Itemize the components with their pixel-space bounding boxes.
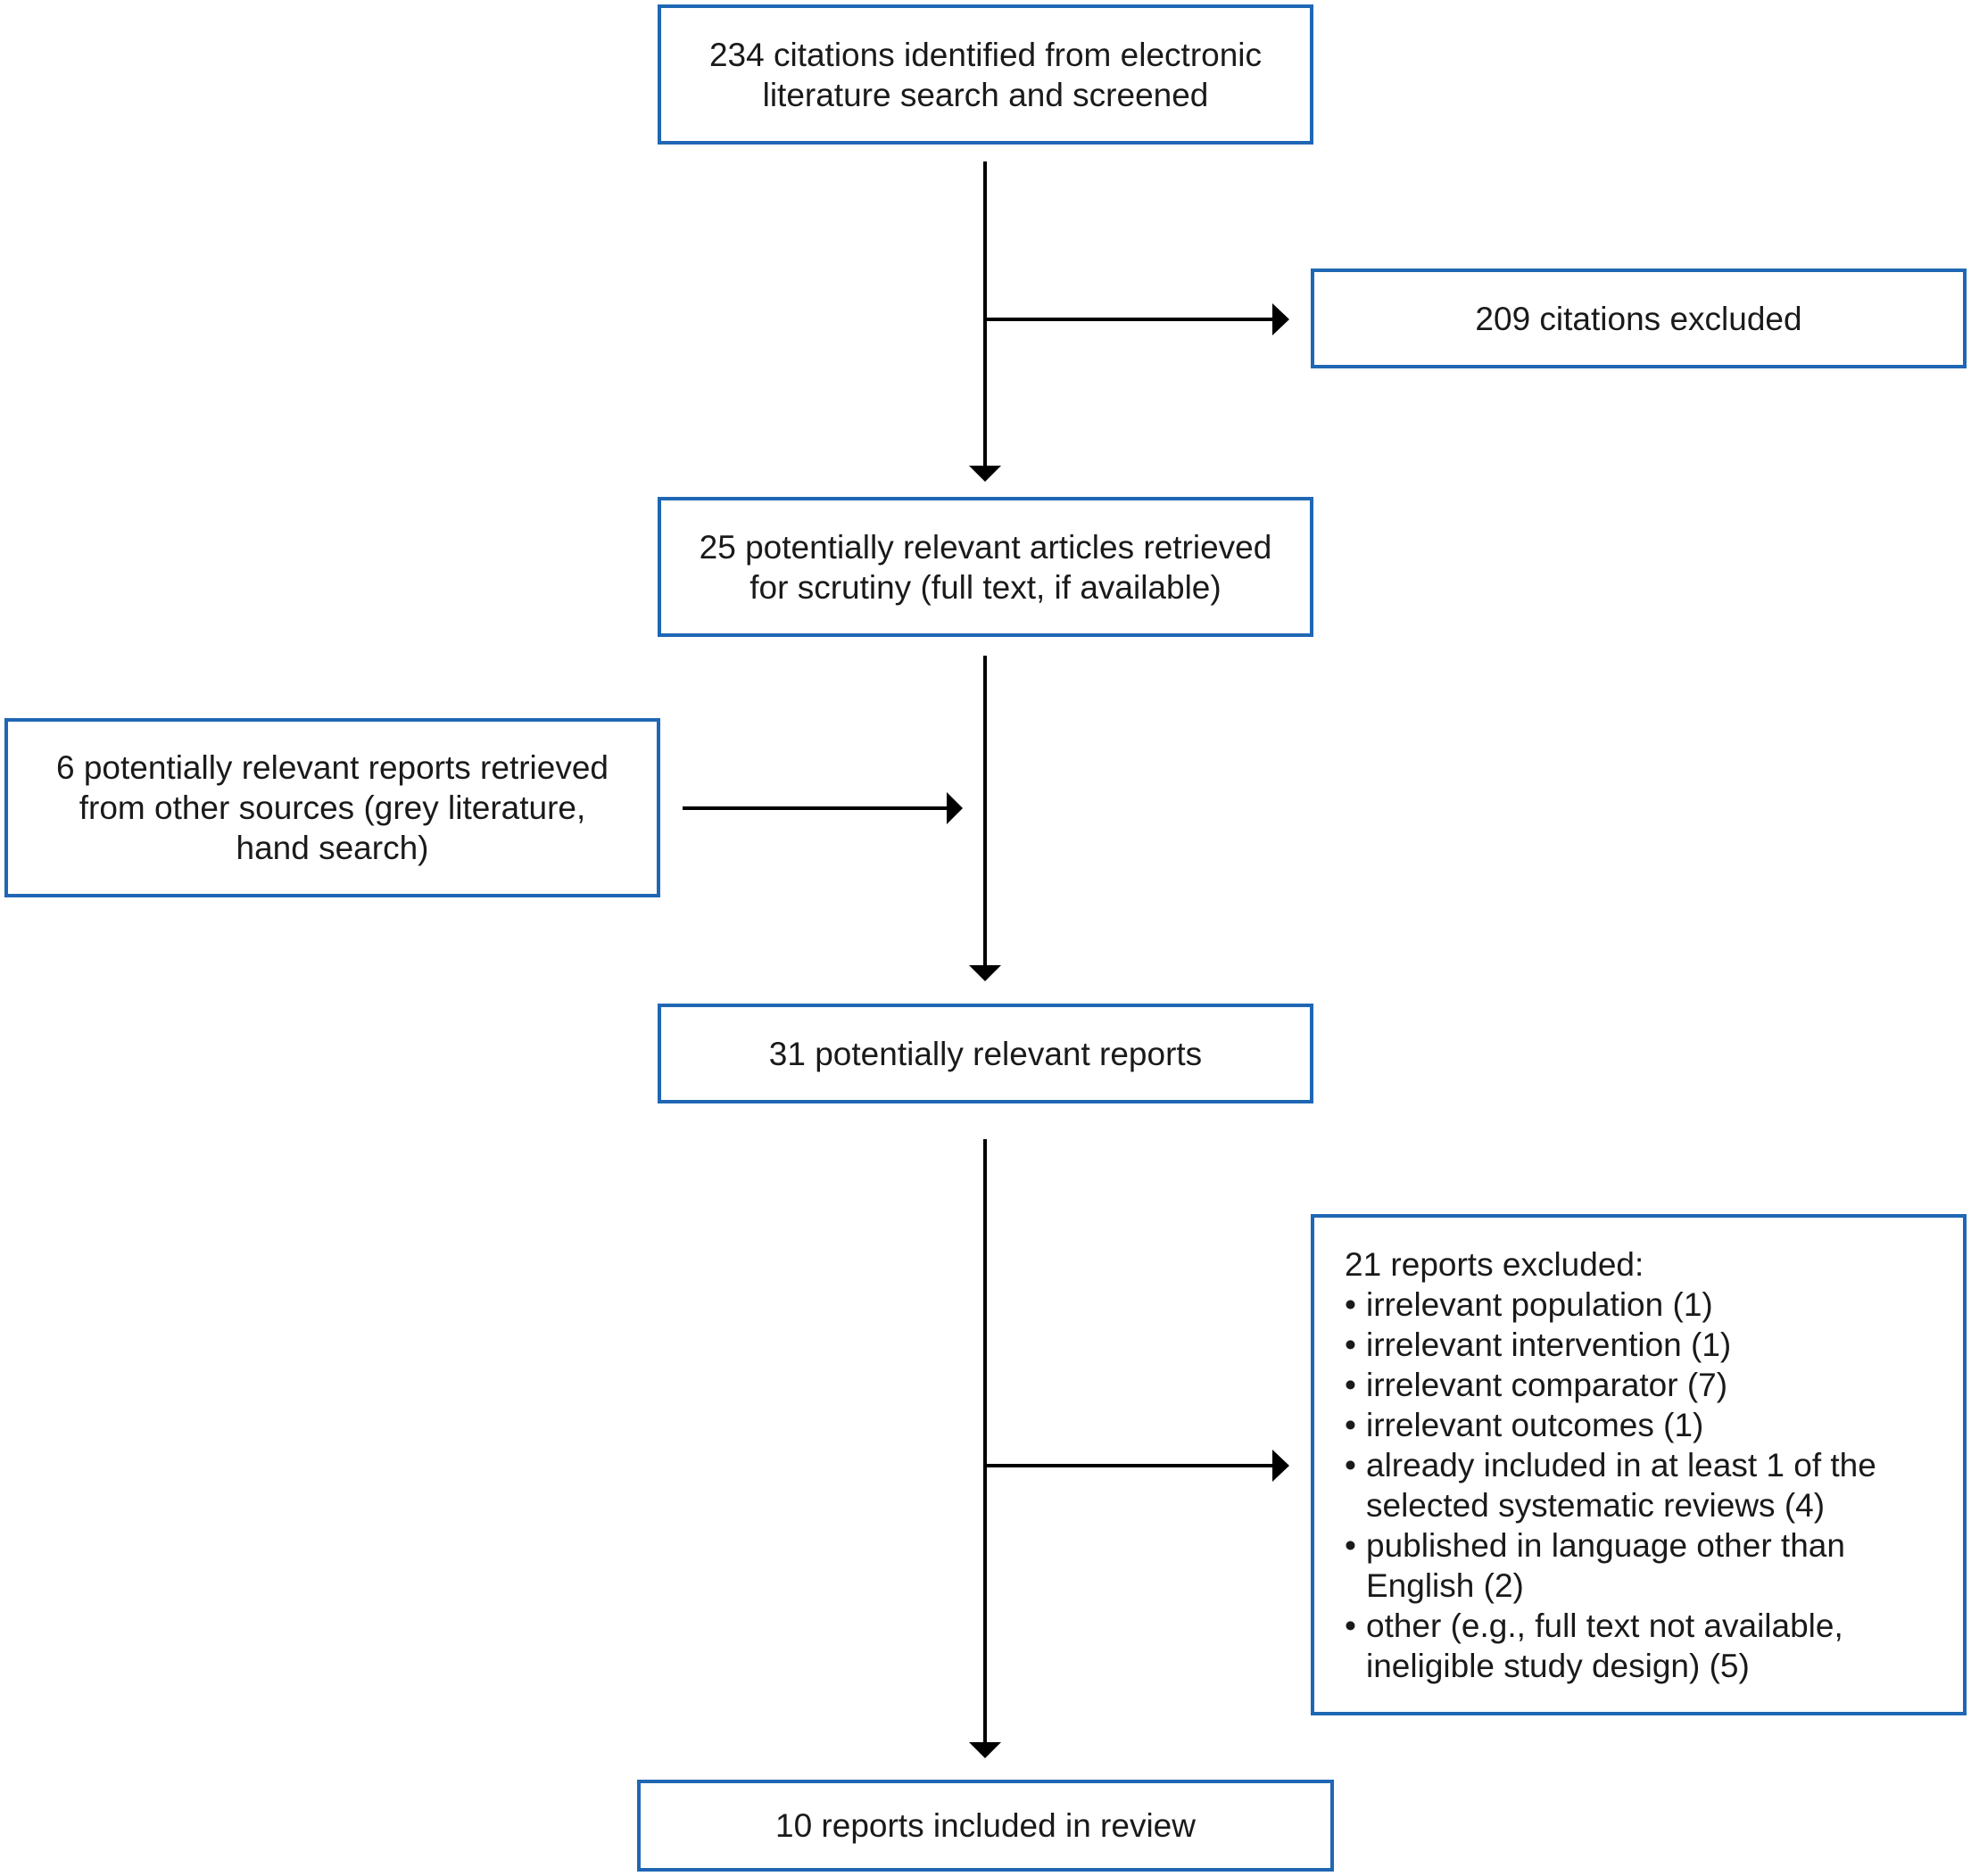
exclusion-reason: •irrelevant comparator (7) [1345, 1367, 1728, 1403]
excluded-citations-text: 209 citations excluded [1475, 300, 1802, 337]
arrow-identified-to-retrieved [969, 161, 1001, 482]
exclusion-reason: •already included in at least 1 of the s… [1345, 1447, 1876, 1524]
retrieved-articles-text: 25 potentially relevant articles retriev… [699, 528, 1272, 606]
bullet-icon: • [1345, 1367, 1356, 1403]
arrow-potentially-relevant-to-included [969, 1139, 1001, 1758]
exclusion-reason: •irrelevant intervention (1) [1345, 1326, 1732, 1363]
included-reports-text: 10 reports included in review [775, 1807, 1196, 1844]
other-sources-text: 6 potentially relevant reports retrieved… [55, 749, 609, 866]
potentially-relevant-box: 31 potentially relevant reports [658, 1004, 1313, 1103]
arrow-retrieved-to-potentially-relevant [969, 656, 1001, 981]
identified-citations-box: 234 citations identified from electronic… [658, 4, 1313, 145]
exclusion-reason: •irrelevant population (1) [1345, 1286, 1713, 1323]
arrow-to-excluded-reports [985, 1450, 1289, 1482]
bullet-icon: • [1345, 1326, 1356, 1363]
excluded-reports-box: 21 reports excluded: •irrelevant populat… [1311, 1214, 1967, 1715]
bullet-icon: • [1345, 1286, 1356, 1323]
excluded-citations-box: 209 citations excluded [1311, 269, 1967, 368]
bullet-icon: • [1345, 1407, 1356, 1443]
exclusion-reason: •irrelevant outcomes (1) [1345, 1407, 1704, 1443]
bullet-icon: • [1345, 1527, 1356, 1564]
bullet-icon: • [1345, 1447, 1356, 1483]
exclusion-reasons-list: •irrelevant population (1) •irrelevant i… [1345, 1285, 1933, 1686]
other-sources-box: 6 potentially relevant reports retrieved… [4, 718, 660, 897]
exclusion-reason: •published in language other than Englis… [1345, 1527, 1845, 1604]
exclusion-reason: •other (e.g., full text not available, i… [1345, 1607, 1843, 1684]
bullet-icon: • [1345, 1607, 1356, 1644]
arrow-other-sources-to-flow [683, 792, 963, 824]
arrow-to-excluded-citations [985, 303, 1289, 335]
included-reports-box: 10 reports included in review [637, 1780, 1334, 1872]
retrieved-articles-box: 25 potentially relevant articles retriev… [658, 497, 1313, 637]
excluded-reports-heading: 21 reports excluded: [1345, 1246, 1644, 1283]
identified-citations-text: 234 citations identified from electronic… [708, 36, 1263, 113]
potentially-relevant-text: 31 potentially relevant reports [768, 1035, 1203, 1072]
